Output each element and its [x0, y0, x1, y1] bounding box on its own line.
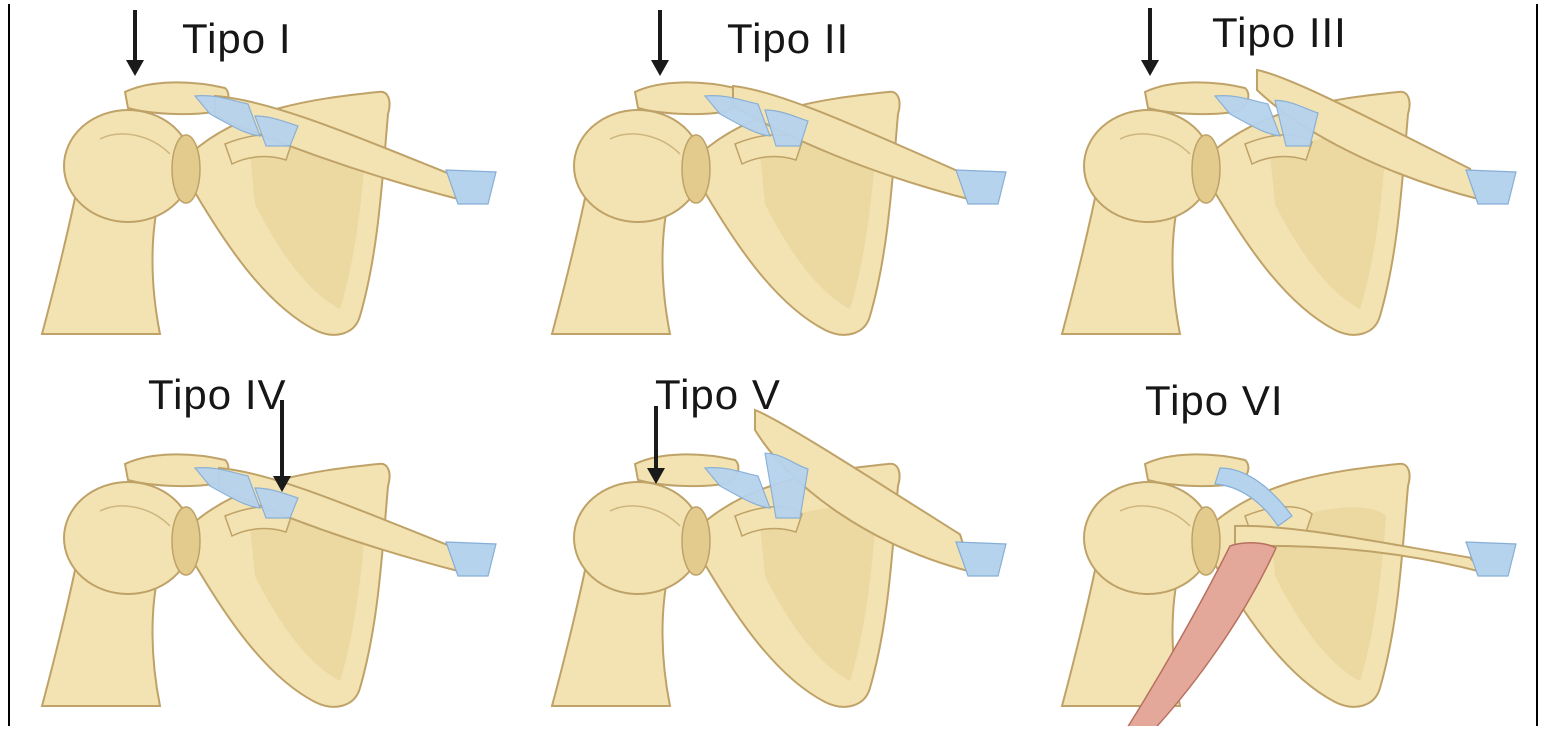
panel-label-tipo-v: Tipo V	[655, 374, 781, 416]
panel-label-tipo-ii: Tipo II	[727, 18, 849, 60]
shoulder-illustration-tipo-v	[520, 366, 1030, 726]
glenoid	[1192, 507, 1220, 575]
shoulder-illustration-tipo-vi	[1030, 366, 1538, 726]
sternoclavicular-ligament	[446, 542, 496, 576]
panel-tipo-iii: Tipo III	[1030, 4, 1538, 344]
glenoid	[682, 135, 710, 203]
figure-frame: Tipo I Tipo II Tipo III Tipo IV Tipo V T…	[8, 4, 1538, 726]
panel-tipo-ii: Tipo II	[520, 4, 1030, 344]
panel-tipo-vi: Tipo VI	[1030, 366, 1538, 726]
panel-label-tipo-iii: Tipo III	[1212, 12, 1347, 54]
shoulder-group	[1062, 454, 1516, 726]
force-arrow-head	[651, 60, 669, 76]
glenoid	[1192, 135, 1220, 203]
force-arrow-head	[126, 60, 144, 76]
glenoid	[682, 507, 710, 575]
sternoclavicular-ligament	[956, 542, 1006, 576]
panel-label-tipo-vi: Tipo VI	[1145, 380, 1284, 422]
panel-tipo-iv: Tipo IV	[10, 366, 520, 726]
panel-label-tipo-iv: Tipo IV	[148, 374, 287, 416]
panel-tipo-i: Tipo I	[10, 4, 520, 344]
sternoclavicular-ligament	[956, 170, 1006, 204]
shoulder-illustration-tipo-iv	[10, 366, 520, 726]
glenoid	[172, 135, 200, 203]
shoulder-group	[1062, 8, 1516, 335]
force-arrow-head	[1141, 60, 1159, 76]
sternoclavicular-ligament	[1466, 170, 1516, 204]
sternoclavicular-ligament	[446, 170, 496, 204]
glenoid	[172, 507, 200, 575]
panel-label-tipo-i: Tipo I	[182, 18, 291, 60]
shoulder-group	[42, 400, 496, 707]
panel-tipo-v: Tipo V	[520, 366, 1030, 726]
shoulder-group	[552, 406, 1006, 707]
